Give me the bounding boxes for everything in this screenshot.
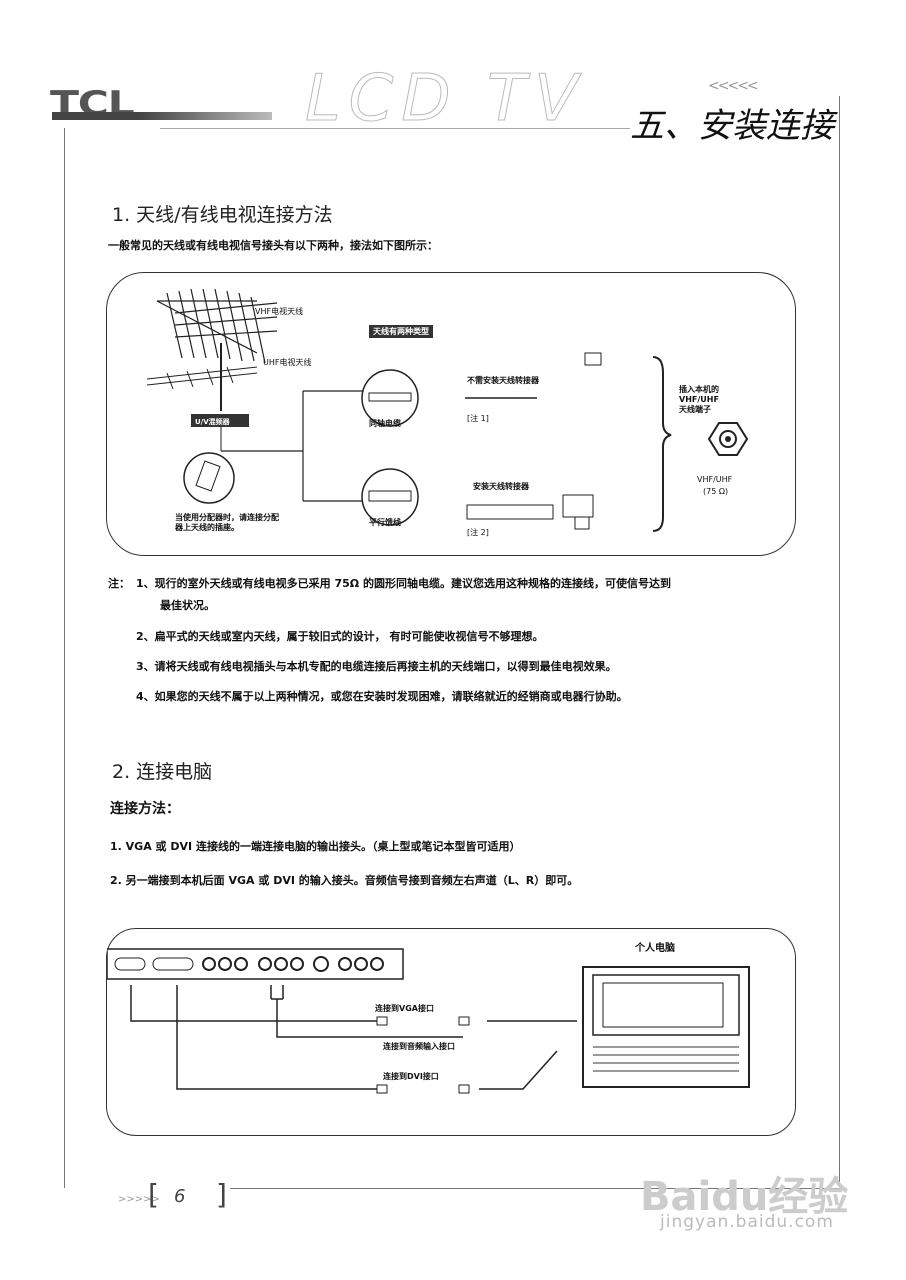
page-number: 6 <box>174 1186 186 1207</box>
section1-intro: 一般常见的天线或有线电视信号接头有以下两种，接法如下图所示： <box>108 239 438 252</box>
mixer-note: 当使用分配器时，请连接分配器上天线的插座。 <box>175 513 279 532</box>
note-4: 4、如果您的天线不属于以上两种情况，或您在安装时发现困难，请联络就近的经销商或电… <box>136 690 628 703</box>
frame-top <box>160 128 630 129</box>
step-2: 2. 另一端接到本机后面 VGA 或 DVI 的输入接头。音频信号接到音频左右声… <box>110 874 579 887</box>
flat-label: 平行馈线 <box>369 518 401 527</box>
connector-label2: (75 Ω) <box>703 487 729 496</box>
watermark-brand: Baidu经验 <box>640 1174 849 1220</box>
product-title: LCD TV <box>305 62 586 137</box>
chevrons-icon: <<<<< <box>708 78 759 94</box>
to-dvi-label: 连接到DVI接口 <box>383 1072 439 1081</box>
frame-right <box>839 96 840 1186</box>
adapter-label: 安装天线转接器 <box>473 482 529 491</box>
footer-chevrons-icon: >>>>> <box>118 1194 160 1205</box>
note-2: 2、扁平式的天线或室内天线，属于较旧式的设计， 有时可能使收视信号不够理想。 <box>136 630 544 643</box>
watermark-url: jingyan.baidu.com <box>660 1212 834 1232</box>
uhf-antenna-icon <box>146 366 258 390</box>
to-audio-label: 连接到音频输入接口 <box>383 1042 455 1051</box>
note2-label: [注 2] <box>467 528 489 537</box>
dvi-port-icon <box>152 957 194 971</box>
section1-heading: 1. 天线/有线电视连接方法 <box>112 204 333 226</box>
section-title: 五、安装连接 <box>630 106 834 146</box>
note1-label: [注 1] <box>467 414 489 423</box>
two-types-label: 天线有两种类型 <box>369 325 433 338</box>
step-1: 1. VGA 或 DVI 连接线的一端连接电脑的输出接头。（桌上型或笔记本型皆可… <box>110 840 521 853</box>
connector-label1: VHF/UHF <box>697 475 733 484</box>
vhf-antenna-label: VHF电视天线 <box>255 307 304 316</box>
note-3: 3、请将天线或有线电视插头与本机专配的电缆连接后再接主机的天线端口，以得到最佳电… <box>136 660 617 673</box>
adapter-icon <box>562 494 594 518</box>
mixer-label: U/V混频器 <box>195 418 230 426</box>
input-line1: 插入本机的 <box>679 385 719 394</box>
pc-diagram-graphic <box>107 948 750 1094</box>
antenna-diagram: VHF电视天线 UHF电视天线 U/V混频器 当使用分配器时，请连接分配器上天线… <box>106 272 796 556</box>
uhf-antenna-label: UHF电视天线 <box>263 358 312 367</box>
pc-diagram: 个人电脑 连接到VGA接口 连接到音频输入接口 连接到DVI接口 <box>106 928 796 1136</box>
bracket-left: [ <box>148 1178 159 1211</box>
input-label: 插入本机的 VHF/UHF 天线端子 <box>679 385 719 415</box>
antenna-diagram-graphic <box>146 288 749 532</box>
coax-label: 同轴电缆 <box>369 419 401 428</box>
vga-port-icon <box>114 957 146 971</box>
notes-prefix: 注： <box>108 577 130 590</box>
logo-underline <box>52 112 272 120</box>
to-vga-label: 连接到VGA接口 <box>375 1004 434 1013</box>
input-line3: 天线端子 <box>679 405 711 414</box>
frame-bottom <box>230 1188 840 1189</box>
section2-heading: 2. 连接电脑 <box>112 761 213 783</box>
pc-label: 个人电脑 <box>635 943 675 954</box>
bracket-right: ] <box>216 1178 227 1211</box>
method-label: 连接方法： <box>110 801 180 817</box>
note-1-cont: 最佳状况。 <box>160 599 215 612</box>
note-1: 1、现行的室外天线或有线电视多已采用 75Ω 的圆形同轴电缆。建议您选用这种规格… <box>136 577 671 590</box>
vhf-antenna-icon <box>156 288 278 364</box>
input-line2: VHF/UHF <box>679 395 719 404</box>
no-adapter-label: 不需安装天线转接器 <box>467 376 539 385</box>
frame-left <box>64 128 65 1188</box>
plug-icon <box>584 352 602 366</box>
